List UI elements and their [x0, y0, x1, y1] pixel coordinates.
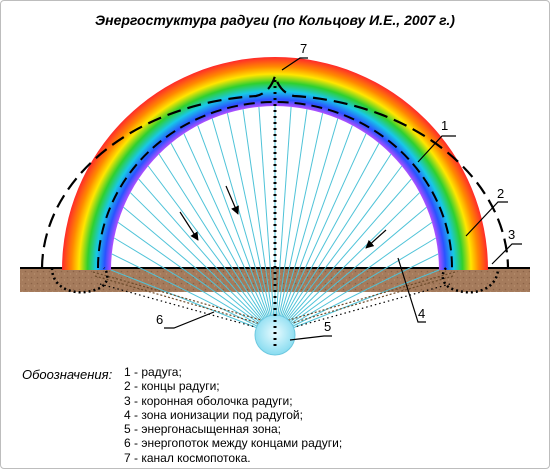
ray-line [138, 178, 276, 336]
ray-fan [110, 106, 440, 336]
callout-2: 2 [497, 186, 504, 201]
ray-line [147, 165, 276, 336]
ray-line [211, 118, 276, 336]
legend-item: 2 - концы радуги; [124, 379, 220, 394]
callout-3: 3 [508, 227, 515, 242]
ray-line [111, 253, 276, 336]
ray-line [274, 192, 420, 336]
callout-6: 6 [156, 312, 163, 327]
legend-item: 1 - радуга; [124, 365, 182, 379]
ray-line [274, 165, 403, 336]
legend-item: 7 - канал космопотока. [124, 450, 251, 465]
ray-line [158, 153, 276, 336]
ray-line [274, 237, 437, 336]
end-energy-flow [92, 271, 456, 331]
rainbow-end-right [441, 267, 500, 294]
ray-line [242, 109, 276, 336]
legend-item: 4 - зона ионизации под радугой; [124, 407, 303, 422]
ray-line [274, 125, 353, 336]
ray-line [170, 142, 276, 336]
ray-line [274, 153, 392, 336]
ray-line [226, 112, 276, 336]
ray-line [258, 106, 276, 336]
ray-line [123, 206, 276, 336]
legend-item: 6 - энергопоток между концами радуги; [124, 436, 343, 451]
ray-line [274, 118, 339, 336]
rainbow-band [62, 57, 488, 270]
callout-7: 7 [300, 41, 307, 56]
leader-lines [164, 57, 522, 341]
ray-line [113, 237, 276, 336]
callout-1: 1 [441, 118, 448, 133]
legend-item: 3 - коронная оболочка радуги; [124, 393, 293, 408]
diagram-title: Энергостуктура радуги (по Кольцову И.Е.,… [95, 12, 455, 28]
ray-line [110, 269, 276, 336]
ray-line [274, 178, 412, 336]
callout-5: 5 [324, 319, 331, 334]
legend-list: 1 - радуга; 2 - концы радуги; 3 - коронн… [124, 365, 342, 465]
flow-arrows [179, 185, 387, 249]
ray-line [274, 109, 308, 336]
ray-line [183, 133, 276, 336]
ray-line [274, 106, 292, 336]
ray-line [274, 206, 427, 336]
legend-item: 5 - энергонасыщенная зона; [124, 422, 281, 437]
rainbow-end-left [50, 267, 109, 294]
ray-line [274, 133, 367, 336]
ray-line [117, 221, 276, 336]
ray-line [130, 192, 276, 336]
legend-heading: Обоозначения: [22, 367, 113, 382]
ray-line [197, 125, 276, 336]
ray-line [274, 253, 439, 336]
ray-line [274, 112, 324, 336]
ray-line [274, 269, 440, 336]
callout-4: 4 [418, 306, 425, 321]
ray-line [274, 142, 380, 336]
